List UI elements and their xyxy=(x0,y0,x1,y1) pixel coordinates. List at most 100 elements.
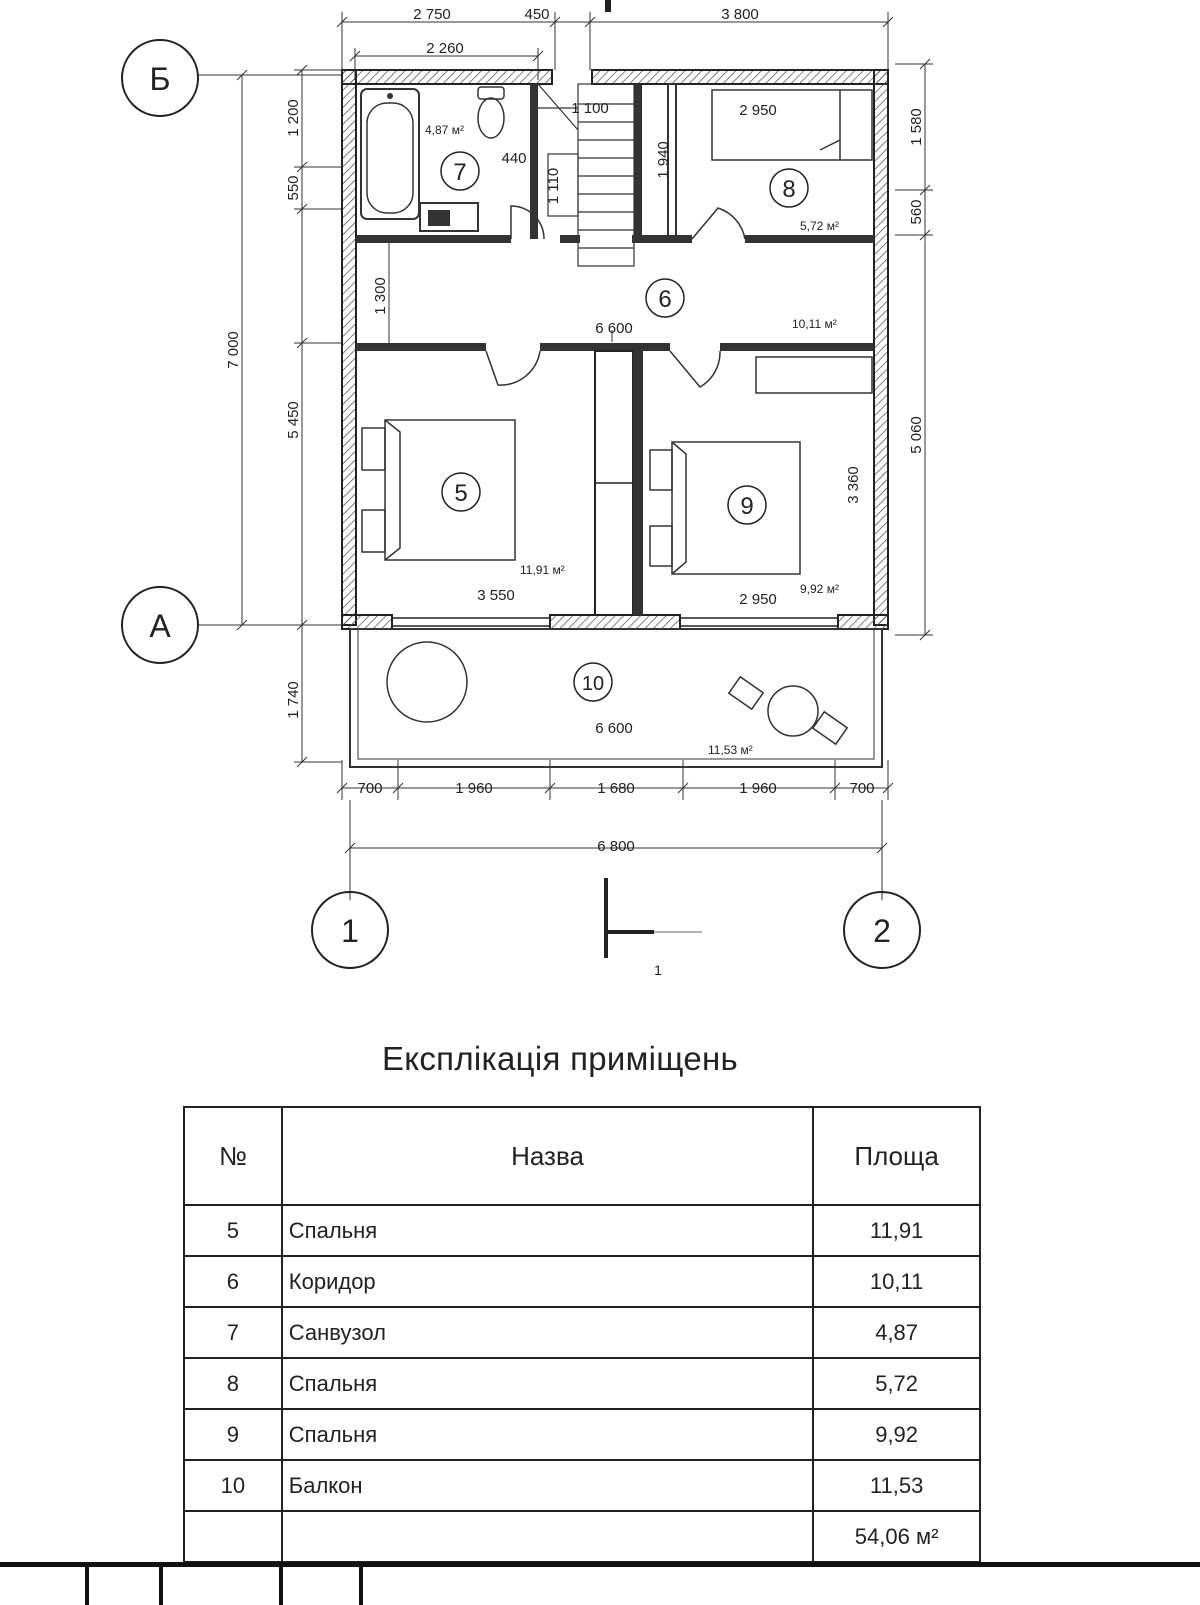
axis-bubble-1 xyxy=(311,891,389,969)
cell-area: 10,11 xyxy=(812,1255,981,1308)
area-room-8: 5,72 м² xyxy=(800,219,839,233)
cell-no: 8 xyxy=(183,1357,283,1410)
dim-top-2750: 2 750 xyxy=(413,6,451,23)
dim-room9-3360: 3 360 xyxy=(845,466,862,504)
cell-no: 7 xyxy=(183,1306,283,1359)
dim-top-3800: 3 800 xyxy=(721,6,759,23)
area-room-5: 11,91 м² xyxy=(520,563,565,577)
doors xyxy=(485,205,746,388)
axis-label-1: 1 xyxy=(341,913,359,949)
dim-bottom-700-left: 700 xyxy=(357,780,382,797)
dim-bottom-1960-left: 1 960 xyxy=(455,780,493,797)
room-number-10: 10 xyxy=(582,673,604,695)
bed-icon-room9 xyxy=(649,441,801,575)
dim-bottom-1680: 1 680 xyxy=(597,780,635,797)
dim-stair-1110: 1 110 xyxy=(545,168,562,204)
dim-left-7000: 7 000 xyxy=(225,331,242,369)
axis-label-2: 2 xyxy=(873,913,891,949)
axis-label-a: А xyxy=(149,608,171,644)
axis-label-b: Б xyxy=(150,61,171,97)
table-row: 8 Спальня 5,72 xyxy=(183,1357,981,1410)
cell-name: Коридор xyxy=(280,1255,815,1308)
dim-1940: 1 940 xyxy=(655,141,672,179)
sink-icon xyxy=(419,202,479,232)
axis-bubble-a xyxy=(121,586,199,664)
table-header-row: № Назва Площа xyxy=(183,1106,981,1206)
area-room-6: 10,11 м² xyxy=(792,317,837,331)
axis-bubble-b xyxy=(121,39,199,117)
cell-total-area: 54,06 м² xyxy=(812,1510,981,1563)
room-number-7: 7 xyxy=(453,159,466,186)
dim-right-1580: 1 580 xyxy=(908,108,925,146)
area-room-10: 11,53 м² xyxy=(708,743,753,757)
walls xyxy=(341,69,889,630)
section-mark-bottom xyxy=(604,878,702,958)
table-row: 10 Балкон 11,53 xyxy=(183,1459,981,1512)
dim-left-1740: 1 740 xyxy=(285,681,302,719)
cell-area: 4,87 xyxy=(812,1306,981,1359)
dim-room5-3550: 3 550 xyxy=(477,587,515,604)
bathtub-icon xyxy=(360,88,420,220)
balcony-chairs-icon xyxy=(727,675,849,746)
dimension-lines xyxy=(198,12,933,900)
wardrobe-icon-room9 xyxy=(755,356,873,394)
dim-bottom-6800: 6 800 xyxy=(597,838,635,855)
cell-name: Санвузол xyxy=(280,1306,815,1359)
dim-top-450: 450 xyxy=(524,6,549,23)
cell-area: 9,92 xyxy=(812,1408,981,1461)
cell-area: 11,53 xyxy=(812,1459,981,1512)
cell-name: Спальня xyxy=(280,1357,815,1410)
staircase xyxy=(537,83,635,267)
area-room-7: 4,87 м² xyxy=(425,123,464,137)
dim-left-1200: 1 200 xyxy=(285,99,302,137)
cell-name: Спальня xyxy=(280,1204,815,1257)
balcony-railing xyxy=(349,628,883,768)
header-no: № xyxy=(183,1106,283,1206)
dimension-labels: 2 750 450 3 800 2 260 1 100 440 2 950 6 … xyxy=(357,6,874,855)
cell-name: Спальня xyxy=(280,1408,815,1461)
cell-area: 5,72 xyxy=(812,1357,981,1410)
axis-bubble-2 xyxy=(843,891,921,969)
dim-top-2260: 2 260 xyxy=(426,40,464,57)
table-total-row: 54,06 м² xyxy=(183,1510,981,1563)
table-row: 7 Санвузол 4,87 xyxy=(183,1306,981,1359)
floor-plan: Б А 1 2 xyxy=(121,0,933,978)
bed-icon-room5 xyxy=(361,419,516,561)
table-row: 9 Спальня 9,92 xyxy=(183,1408,981,1461)
header-name: Назва xyxy=(280,1106,815,1206)
cell-no: 9 xyxy=(183,1408,283,1461)
dim-right-5060: 5 060 xyxy=(908,416,925,454)
section-mark-label: 1 xyxy=(654,962,662,978)
dim-bottom-1960-right: 1 960 xyxy=(739,780,777,797)
room-number-9: 9 xyxy=(740,493,753,520)
dim-right-560: 560 xyxy=(908,199,925,224)
room-number-6: 6 xyxy=(658,286,671,313)
table-row: 6 Коридор 10,11 xyxy=(183,1255,981,1308)
cell-no: 6 xyxy=(183,1255,283,1308)
room-number-5: 5 xyxy=(454,480,467,507)
room-number-8: 8 xyxy=(782,176,795,203)
cell-name: Балкон xyxy=(280,1459,815,1512)
cell-no: 5 xyxy=(183,1204,283,1257)
bed-icon-room8 xyxy=(711,89,873,161)
dim-corridor-6600: 6 600 xyxy=(595,320,633,337)
explication-title: Експлікація приміщень xyxy=(381,1040,739,1077)
cell-no: 10 xyxy=(183,1459,283,1512)
dim-left-1300: 1 300 xyxy=(372,277,389,315)
dim-room8-2950: 2 950 xyxy=(739,102,777,119)
toilet-icon xyxy=(477,86,505,139)
dim-stair-1100: 1 100 xyxy=(571,100,609,117)
dim-left-5450: 5 450 xyxy=(285,401,302,439)
drawing-title-block xyxy=(0,1562,1200,1605)
dim-440: 440 xyxy=(501,150,526,167)
dim-left-550: 550 xyxy=(285,175,302,200)
table-row: 5 Спальня 11,91 xyxy=(183,1204,981,1257)
dim-room9-2950: 2 950 xyxy=(739,591,777,608)
explication-table: № Назва Площа 5 Спальня 11,91 6 Коридор … xyxy=(183,1106,981,1563)
area-room-9: 9,92 м² xyxy=(800,582,839,596)
header-area: Площа xyxy=(812,1106,981,1206)
dim-balcony-6600: 6 600 xyxy=(595,720,633,737)
dim-bottom-700-right: 700 xyxy=(849,780,874,797)
balcony-table-icon xyxy=(386,641,468,723)
section-mark-top xyxy=(605,0,611,12)
